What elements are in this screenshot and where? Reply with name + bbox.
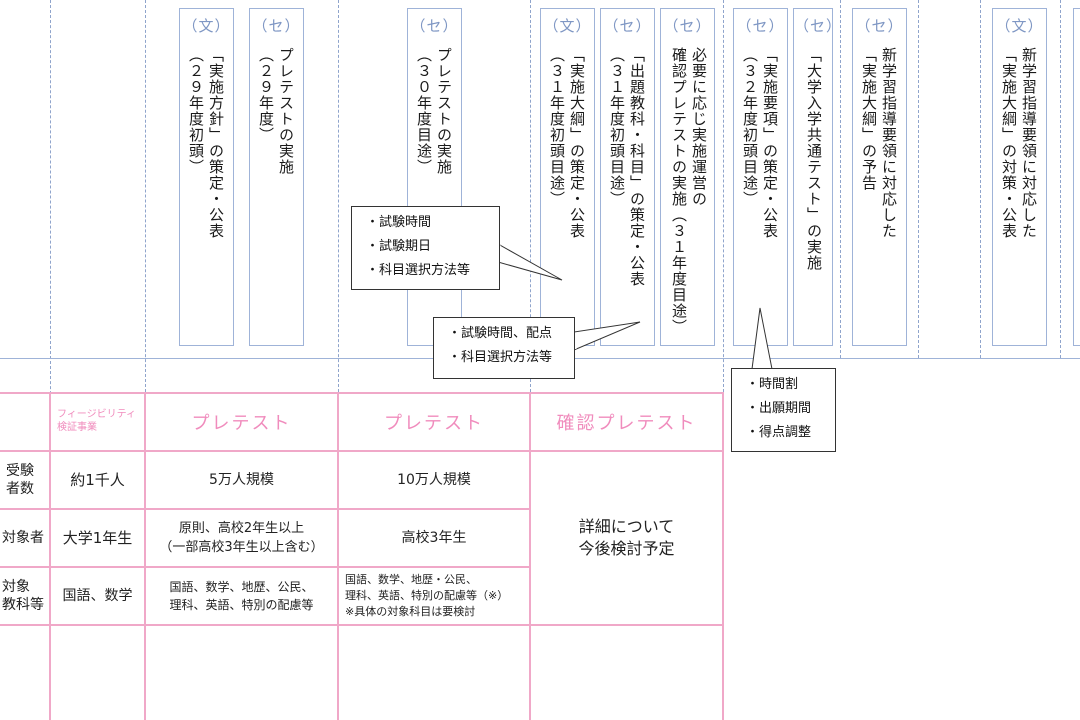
box-text-sub: 「実施大綱」の対策・公表 xyxy=(1000,47,1018,239)
table-border xyxy=(49,392,51,720)
callout-box-schedule: 時間割 出願期間 得点調整 xyxy=(731,368,836,452)
box-text-main: プレテストの実施 xyxy=(277,47,295,175)
box-text-main: 「実施方針」の策定・公表 xyxy=(207,47,225,239)
cell-subjects-feasibility: 国語、数学 xyxy=(62,588,133,604)
center-tag: （セ） xyxy=(252,17,301,35)
ministry-tag: （文） xyxy=(543,17,592,35)
timeline-divider xyxy=(145,0,146,392)
header-pretest-1: プレテスト xyxy=(191,413,292,434)
table-border xyxy=(0,566,530,568)
center-tag: （セ） xyxy=(794,17,843,35)
callout-item: 出願期間 xyxy=(746,397,825,421)
table-border xyxy=(722,392,724,720)
timeline-box-jisshi-taikou: （文） 「実施大綱」の策定・公表 （３１年度初頭目途） xyxy=(540,8,595,346)
table-border xyxy=(0,450,724,452)
timeline-divider xyxy=(50,0,51,720)
cell-kakunin-details: 詳細について 今後検討予定 xyxy=(578,517,675,558)
timeline-divider xyxy=(980,0,981,358)
cell-examinees-pretest-1: 5万人規模 xyxy=(209,471,274,488)
table-border xyxy=(0,624,724,626)
timeline-box-edge xyxy=(1073,8,1080,346)
cell-examinees-feasibility: 約1千人 xyxy=(70,471,125,489)
timeline-box-pretest-29: （セ） プレテストの実施 （２９年度） xyxy=(249,8,304,346)
callout-item: 時間割 xyxy=(746,373,825,397)
table-border xyxy=(0,508,530,510)
timeline-box-pretest-30: （セ） プレテストの実施 （３０年度目途） xyxy=(407,8,462,346)
timeline-divider xyxy=(338,0,339,392)
box-text-sub: （２９年度初頭） xyxy=(187,47,205,175)
callout-box-exam-details: 試験時間 試験期日 科目選択方法等 xyxy=(351,206,500,290)
table-border xyxy=(529,392,531,720)
box-text-sub: 「実施大綱」の予告 xyxy=(860,47,878,191)
timeline-box-kakunin-pretest: （セ） 必要に応じ実施運営の 確認プレテストの実施（３１年度目途） xyxy=(660,8,715,346)
callout-item: 得点調整 xyxy=(746,421,825,445)
box-text-sub: （３１年度初頭目途） xyxy=(608,47,626,207)
center-tag: （セ） xyxy=(410,17,459,35)
box-text-main: 新学習指導要領に対応した xyxy=(880,47,898,239)
box-text-main: 「大学入学共通テスト」の実施 xyxy=(805,47,823,271)
center-tag: （セ） xyxy=(855,17,904,35)
ministry-tag: （文） xyxy=(995,17,1044,35)
cell-target-feasibility: 大学1年生 xyxy=(62,529,133,547)
cell-subjects-pretest-1: 国語、数学、地歴、公民、 理科、英語、特別の配慮等 xyxy=(169,580,314,612)
box-text-main: プレテストの実施 xyxy=(435,47,453,175)
callout-item: 試験時間 xyxy=(366,211,489,235)
header-pretest-2: プレテスト xyxy=(384,413,484,434)
box-text-main: 「実施要項」の策定・公表 xyxy=(761,47,779,239)
timeline-divider xyxy=(723,0,724,392)
row-label-examinees: 受験 者数 xyxy=(6,463,34,497)
timeline-box-kyoutsuu-test: （セ） 「大学入学共通テスト」の実施 xyxy=(793,8,843,346)
box-text-main: 必要に応じ実施運営の xyxy=(690,47,708,207)
table-border xyxy=(144,392,146,720)
timeline-divider xyxy=(530,0,531,392)
cell-examinees-pretest-2: 10万人規模 xyxy=(397,471,471,488)
cell-target-pretest-1: 原則、高校2年生以上 （一部高校3年生以上含む） xyxy=(159,521,324,555)
timeline-box-jisshi-houshin: （文） 「実施方針」の策定・公表 （２９年度初頭） xyxy=(179,8,234,346)
center-tag: （セ） xyxy=(603,17,652,35)
header-feasibility: フィージビリティ 検証事業 xyxy=(57,409,136,433)
callout-item: 科目選択方法等 xyxy=(448,346,564,370)
timeline-divider xyxy=(1060,0,1061,358)
timeline-divider xyxy=(918,0,919,358)
timeline-box-shutsudai-kyouka: （セ） 「出題教科・科目」の策定・公表 （３１年度初頭目途） xyxy=(600,8,655,346)
callout-item: 試験時間、配点 xyxy=(448,322,564,346)
callout-box-scoring: 試験時間、配点 科目選択方法等 xyxy=(433,317,575,379)
box-text-main: 「出題教科・科目」の策定・公表 xyxy=(628,47,646,287)
timeline-box-taikou-koukai: （文） 新学習指導要領に対応した 「実施大綱」の対策・公表 xyxy=(992,8,1047,346)
box-text-main: 新学習指導要領に対応した xyxy=(1020,47,1038,239)
box-text-sub: （３１年度初頭目途） xyxy=(548,47,566,207)
timeline-box-taikou-yokoku: （セ） 新学習指導要領に対応した 「実施大綱」の予告 xyxy=(852,8,907,346)
box-text-sub: （２９年度） xyxy=(257,47,275,143)
center-tag: （セ） xyxy=(663,17,712,35)
ministry-tag: （文） xyxy=(182,17,231,35)
header-kakunin-pretest: 確認プレテスト xyxy=(556,413,697,434)
timeline-box-jisshi-youkou: （セ） 「実施要項」の策定・公表 （３２年度初頭目途） xyxy=(733,8,788,346)
row-label-target: 対象者 xyxy=(2,530,44,546)
cell-subjects-pretest-2: 国語、数学、地歴・公民、 理科、英語、特別の配慮等（※） ※具体の対象科目は要検… xyxy=(345,573,509,618)
box-text-sub: （３２年度初頭目途） xyxy=(741,47,759,207)
table-border xyxy=(0,392,724,394)
callout-item: 試験期日 xyxy=(366,235,489,259)
center-tag: （セ） xyxy=(736,17,785,35)
cell-target-pretest-2: 高校3年生 xyxy=(401,529,467,546)
timeline-divider xyxy=(840,0,841,358)
box-text-main: 「実施大綱」の策定・公表 xyxy=(568,47,586,239)
box-text-sub: 確認プレテストの実施（３１年度目途） xyxy=(670,47,688,335)
table-border xyxy=(337,392,339,720)
row-label-subjects: 対象 教科等 xyxy=(2,579,44,613)
callout-item: 科目選択方法等 xyxy=(366,259,489,283)
box-text-sub: （３０年度目途） xyxy=(415,47,433,175)
